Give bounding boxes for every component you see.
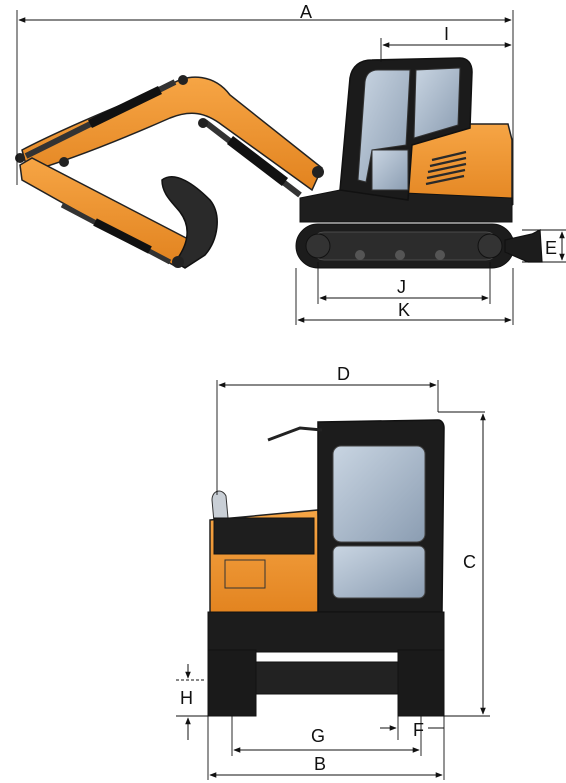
label-J: J	[397, 277, 406, 297]
front-window-lower	[332, 545, 426, 599]
engine-grille	[425, 150, 467, 186]
label-E: E	[545, 238, 557, 258]
boom-cylinder	[24, 79, 177, 159]
cylinder-pin	[198, 118, 208, 128]
handrail	[267, 426, 323, 442]
label-A: A	[300, 2, 312, 22]
dimension-K: K	[295, 268, 514, 325]
side-view: A I E J K	[15, 2, 566, 325]
front-track-left	[207, 649, 257, 717]
dimension-H: H	[176, 664, 256, 740]
cab-door-window	[413, 67, 461, 139]
stick-pin	[59, 157, 69, 167]
side-track	[295, 223, 515, 269]
label-F: F	[413, 720, 424, 740]
dimension-D: D	[216, 364, 485, 495]
label-D: D	[337, 364, 350, 384]
swing-pin	[312, 166, 324, 178]
front-side-panel	[224, 559, 266, 589]
bucket-pin	[172, 256, 184, 268]
dimension-F: F	[380, 716, 444, 740]
dimension-C: C	[444, 413, 490, 717]
dimension-J: J	[317, 262, 491, 304]
dimension-A: A	[16, 2, 514, 205]
front-view: D C H F G	[176, 364, 490, 780]
cab-front-window	[357, 69, 411, 183]
dimension-I: I	[380, 24, 512, 62]
front-dark-housing	[213, 517, 315, 555]
label-C: C	[463, 552, 476, 572]
stick	[19, 157, 191, 267]
undercarriage-beam	[255, 661, 399, 695]
label-K: K	[398, 300, 410, 320]
label-H: H	[180, 688, 193, 708]
label-G: G	[311, 726, 325, 746]
dimension-E: E	[522, 229, 566, 263]
label-B: B	[314, 754, 326, 774]
front-window-upper	[332, 445, 426, 543]
bucket-cylinder	[60, 202, 172, 265]
upper-frame	[299, 189, 513, 223]
front-track-right	[397, 649, 445, 717]
lower-frame	[207, 611, 445, 653]
boom-foot-pin	[15, 153, 25, 163]
dimension-G: G	[231, 716, 422, 756]
mirror	[211, 490, 229, 523]
bucket	[161, 176, 218, 269]
label-I: I	[444, 24, 449, 44]
arm-cylinder	[203, 119, 302, 198]
boom-head-pin	[178, 75, 188, 85]
dimension-B: B	[207, 716, 445, 780]
cab-lower-panel	[371, 149, 409, 191]
